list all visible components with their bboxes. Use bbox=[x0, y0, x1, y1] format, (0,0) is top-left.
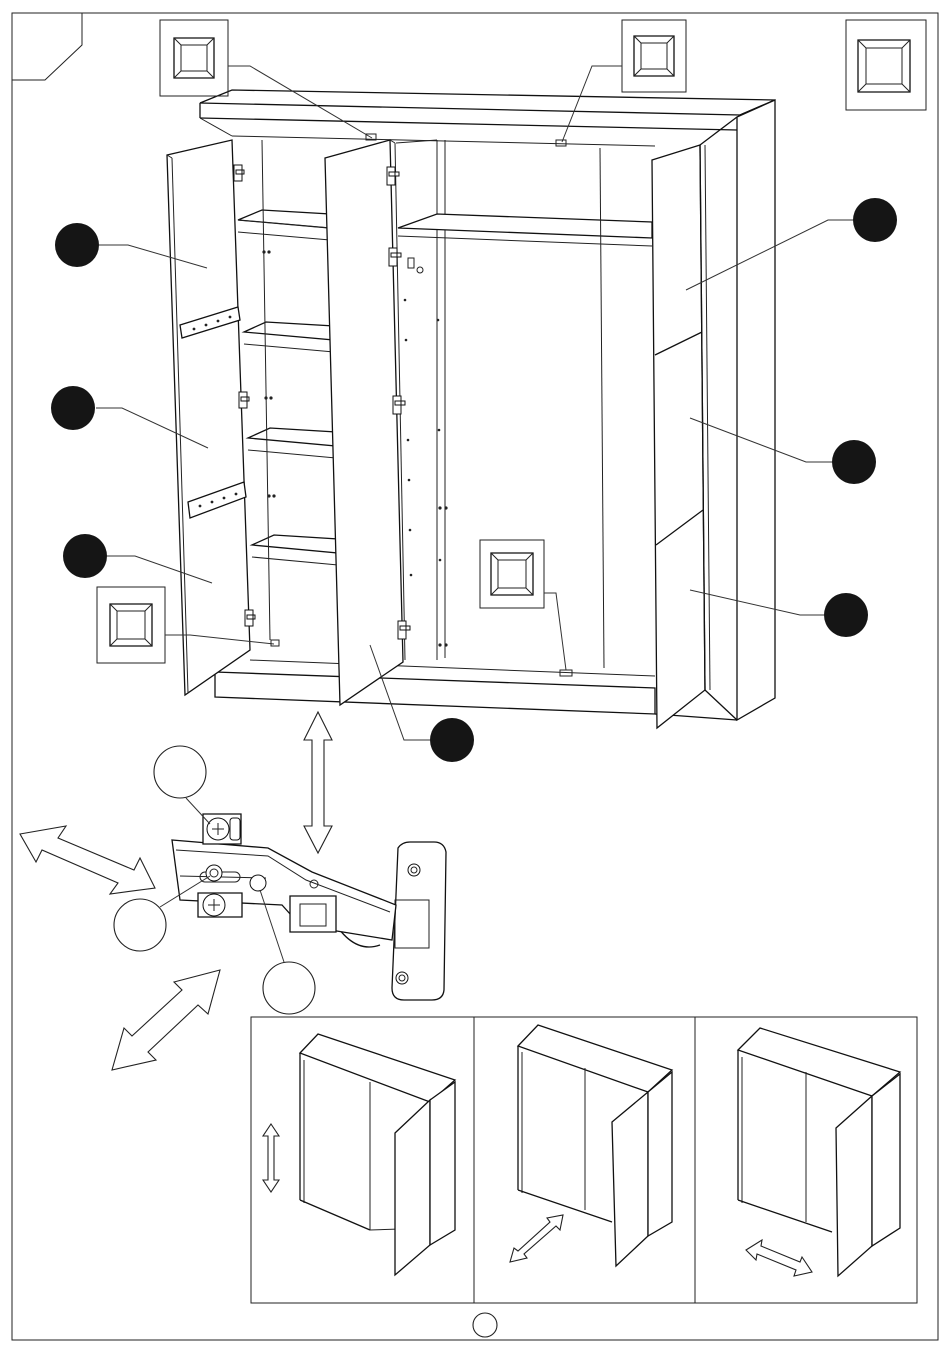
corner-tab bbox=[12, 13, 82, 80]
cap-detail-top-left bbox=[160, 20, 376, 140]
callout-right-door-top bbox=[853, 198, 897, 242]
screw-callout-a bbox=[154, 746, 206, 798]
step3-side-arrow bbox=[746, 1240, 812, 1276]
step2-depth-arrow bbox=[510, 1215, 563, 1262]
depth-adjust-arrow bbox=[112, 970, 220, 1070]
callout-middle-door bbox=[430, 718, 474, 762]
step-vertical-adjustment bbox=[263, 1034, 455, 1275]
middle-door-hinge-upper bbox=[389, 248, 401, 266]
left-door-hinge-mid bbox=[239, 392, 249, 408]
left-door-hinge-top bbox=[234, 165, 244, 181]
middle-door-hinge-top bbox=[387, 167, 399, 185]
screw-callout-c bbox=[263, 962, 315, 1014]
right-door bbox=[652, 117, 737, 728]
middle-door-hinge-mid bbox=[393, 396, 405, 414]
callout-right-door-middle bbox=[832, 440, 876, 484]
hinge-screw-top bbox=[203, 814, 241, 844]
callout-right-door-bottom bbox=[824, 593, 868, 637]
bottom-plinth bbox=[215, 672, 655, 714]
vertical-adjust-arrow bbox=[304, 712, 332, 853]
top-panel bbox=[200, 90, 775, 115]
cap-detail-bottom-center bbox=[480, 540, 572, 676]
middle-door-hinge-bottom bbox=[398, 621, 410, 639]
side-adjust-arrow bbox=[20, 826, 155, 894]
hat-shelf bbox=[398, 214, 652, 238]
step-depth-adjustment bbox=[510, 1025, 672, 1266]
screw-callout-b bbox=[114, 899, 166, 951]
page-number bbox=[473, 1313, 497, 1337]
hinge-detail bbox=[20, 746, 446, 1070]
callout-left-door-top bbox=[55, 223, 99, 267]
hinge-screw-depth bbox=[250, 875, 266, 891]
left-door bbox=[167, 140, 255, 695]
page-frame bbox=[12, 13, 938, 1340]
callout-left-door-middle bbox=[51, 386, 95, 430]
hinge-arm bbox=[172, 840, 396, 940]
adjustment-steps bbox=[251, 1017, 917, 1303]
hinge-screw-bottom bbox=[198, 893, 242, 917]
step-side-adjustment bbox=[738, 1028, 900, 1276]
right-side-panel bbox=[737, 100, 775, 720]
callout-left-door-bottom bbox=[63, 534, 107, 578]
left-door-hinge-bottom bbox=[245, 610, 255, 626]
cap-detail-top-right bbox=[846, 20, 926, 110]
hinge-screw-front bbox=[206, 865, 222, 881]
step1-vertical-arrow bbox=[263, 1124, 279, 1192]
